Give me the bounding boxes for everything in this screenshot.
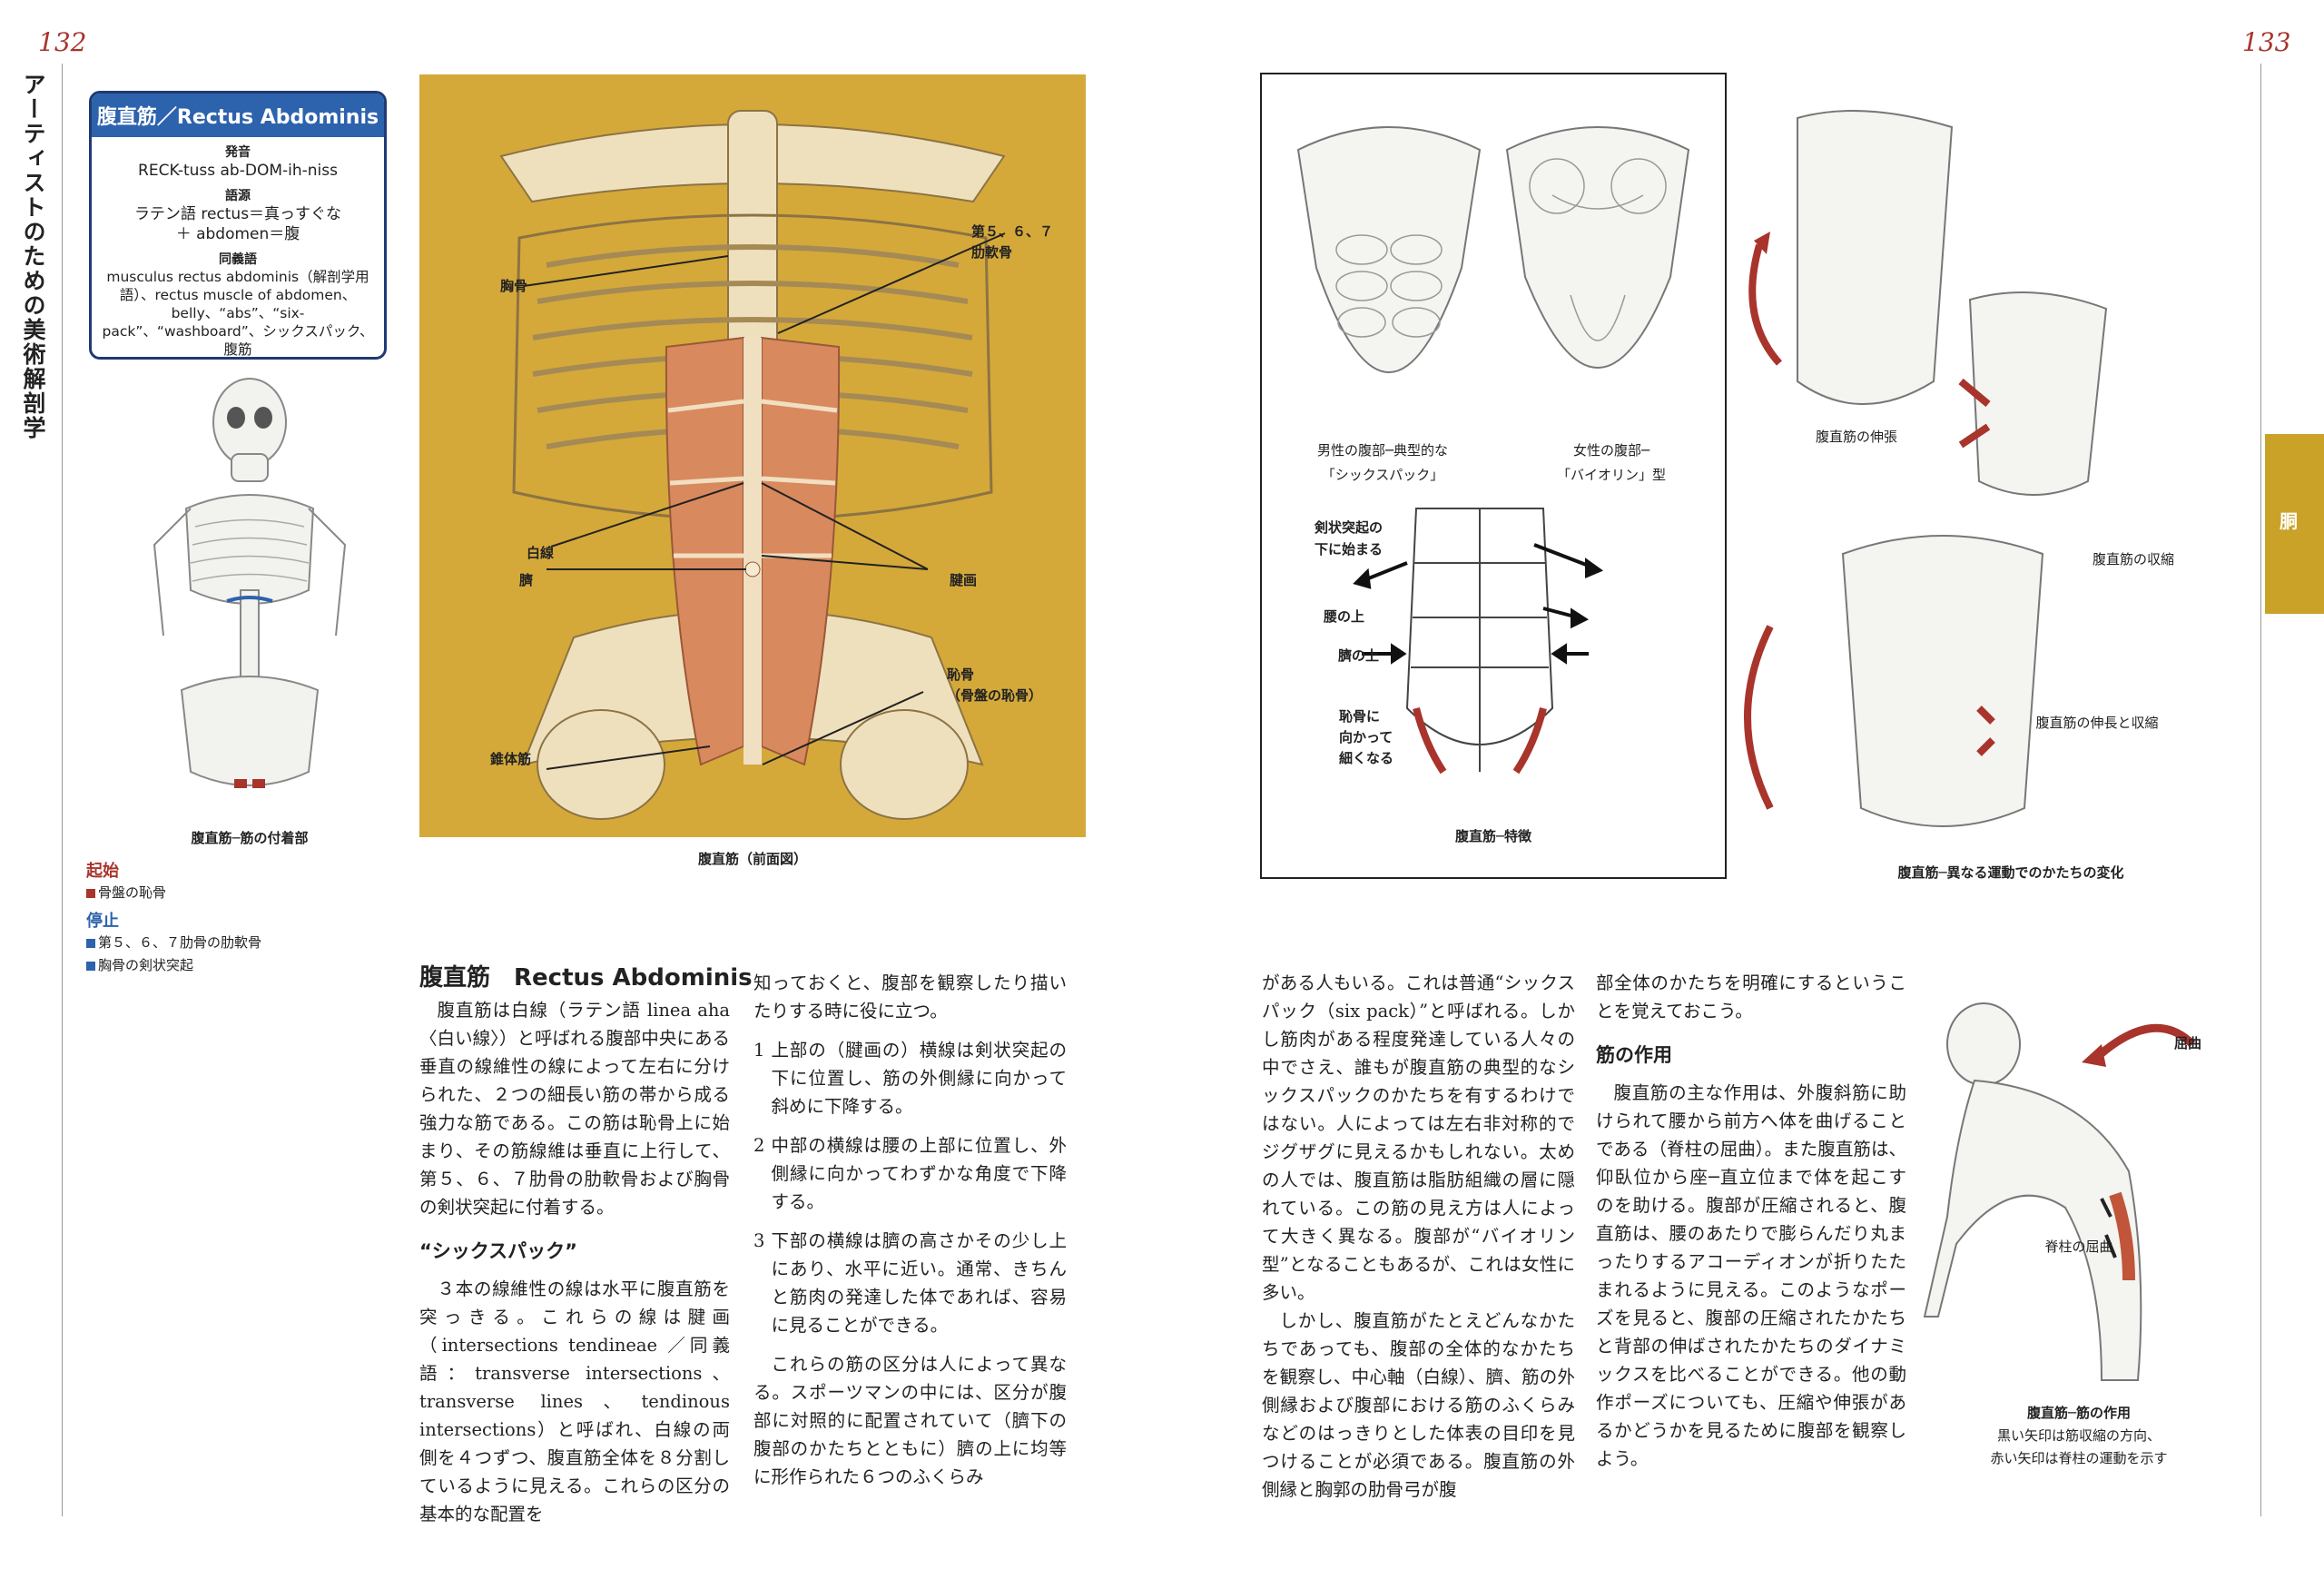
insertion-item: 第５、６、７肋骨の肋軟骨	[86, 933, 261, 952]
article-paragraph: しかし、腹直筋がたとえどんなかたちであっても、腹部の全体的なかたちを観察し、中心…	[1262, 1310, 1575, 1500]
diagram-label-a-line-2: 下に始まる	[1315, 541, 1384, 558]
insertion-item-text: 胸骨の剣状突起	[98, 957, 194, 973]
spine-flexion-figure	[1923, 1002, 2196, 1381]
body-types-frame	[1260, 73, 1727, 879]
action-caption-line-2: 黒い矢印は筋収縮の方向、	[1996, 1427, 2161, 1444]
article-column-2: 知っておくと、腹部を観察したり描いたりする時に役に立つ。 1 上部の（腱画の）横…	[753, 969, 1067, 1491]
right-margin-rule	[2260, 64, 2261, 1516]
etymology-line-1: ラテン語 rectus＝真っすぐな	[133, 205, 342, 223]
list-item: 1 上部の（腱画の）横線は剣状突起の下に位置し、筋の外側縁に向かって斜めに下降す…	[753, 1040, 1067, 1117]
left-page-number: 132	[38, 27, 87, 57]
right-page-number: 133	[2242, 27, 2291, 57]
synonyms-text: musculus rectus abdominis（解剖学用語）、rectus …	[102, 269, 374, 358]
article-paragraph: がある人もいる。これは普通“シックスパック（six pack）”と呼ばれる。しか…	[1262, 972, 1575, 1303]
male-caption-line-2: 「シックスパック」	[1321, 467, 1444, 483]
etymology-label: 語源	[225, 189, 251, 203]
skeleton-attachment-figure	[153, 378, 347, 788]
diagram-label-d-line-3: 細くなる	[1339, 750, 1394, 766]
subheading-action: 筋の作用	[1596, 1044, 1672, 1066]
origin-marker	[86, 888, 95, 898]
diagram-label-c: 臍の上	[1338, 647, 1380, 664]
motion-figures-caption: 腹直筋─異なる運動でのかたちの変化	[1897, 864, 2124, 881]
male-female-torso-figures	[1296, 126, 1690, 373]
diagram-label-d-line-2: 向かって	[1339, 729, 1393, 745]
insertion-marker	[86, 961, 95, 971]
female-caption-line-1: 女性の腹部─	[1572, 442, 1650, 459]
book-title-vertical: アーティストのための美術解剖学	[20, 73, 46, 440]
insertion-item-text: 第５、６、７肋骨の肋軟骨	[98, 934, 262, 951]
male-caption-line-1: 男性の腹部─典型的な	[1316, 442, 1449, 459]
article-column-3: がある人もいる。これは普通“シックスパック（six pack）”と呼ばれる。しか…	[1262, 969, 1575, 1504]
label-navel: 臍	[519, 572, 534, 588]
diagram-label-d-line-1: 恥骨に	[1339, 708, 1381, 725]
label-tendinous: 腱画	[950, 572, 978, 588]
list-item: 3 下部の横線は臍の高さかその少し上にあり、水平に近い。通常、きちんと筋肉の発達…	[753, 1230, 1067, 1336]
article-column-4: 部全体のかたちを明確にするということを覚えておこう。 筋の作用 腹直筋の主な作用…	[1596, 969, 1906, 1473]
article-title: 腹直筋 Rectus Abdominis	[419, 964, 753, 992]
section-tab-label: 胴	[2280, 510, 2298, 532]
origin-item-text: 骨盤の恥骨	[98, 884, 167, 901]
contract-caption: 腹直筋の収縮	[2092, 551, 2174, 568]
action-caption-line-1: 腹直筋─筋の作用	[2026, 1405, 2132, 1421]
label-ribs-line-1: 第５、６、７	[971, 223, 1054, 240]
diagram-label-b: 腰の上	[1324, 608, 1365, 625]
label-linea-alba: 白線	[527, 545, 555, 561]
info-box-title: 腹直筋／Rectus Abdominis	[92, 94, 384, 137]
insertion-label: 停止	[86, 912, 119, 931]
label-ribs-line-2: 肋軟骨	[971, 244, 1013, 261]
female-caption-line-2: 「バイオリン」型	[1556, 467, 1666, 483]
label-pubis-line-1: 恥骨	[947, 666, 975, 683]
insertion-marker	[86, 938, 95, 948]
article-paragraph: 腹直筋の主な作用は、外腹斜筋に助けられて腰から前方へ体を曲げることである（脊柱の…	[1596, 1082, 1906, 1469]
article-paragraph: 腹直筋は白線（ラテン語 linea aha〈白い線〉）と呼ばれる腹部中央にある垂…	[419, 1000, 730, 1218]
skeleton-caption: 腹直筋─筋の付着部	[191, 830, 309, 846]
article-paragraph: 知っておくと、腹部を観察したり描いたりする時に役に立つ。	[753, 972, 1067, 1022]
label-sternum: 胸骨	[500, 278, 528, 294]
insertion-item: 胸骨の剣状突起	[86, 955, 193, 974]
article-column-1: 腹直筋は白線（ラテン語 linea aha〈白い線〉）と呼ばれる腹部中央にある垂…	[419, 996, 730, 1528]
flexion-label: 屈曲	[2174, 1035, 2202, 1051]
synonyms-label: 同義語	[219, 252, 257, 267]
article-paragraph: 部全体のかたちを明確にするということを覚えておこう。	[1596, 972, 1906, 1022]
features-diagram-caption: 腹直筋─特徴	[1454, 828, 1532, 844]
rectus-features-diagram	[1353, 508, 1604, 775]
muscle-info-box: 腹直筋／Rectus Abdominis 発音 RECK-tuss ab-DOM…	[89, 91, 387, 360]
etymology-line-2: ＋ abdomen＝腹	[175, 225, 300, 243]
main-illustration-caption: 腹直筋（前面図）	[697, 851, 807, 867]
subheading-six-pack: “シックスパック”	[419, 1240, 577, 1262]
stretch-contract-caption: 腹直筋の伸長と収縮	[2035, 715, 2159, 731]
origin-label: 起始	[86, 862, 119, 881]
label-pubis-line-2: （骨盤の恥骨）	[947, 687, 1043, 704]
pronunciation-text: RECK-tuss ab-DOM-ih-niss	[138, 162, 338, 180]
motion-torso-figures	[1744, 110, 2108, 827]
section-tab[interactable]: 胴	[2265, 434, 2324, 614]
label-pyramidalis: 錐体筋	[490, 751, 532, 767]
stretch-caption: 腹直筋の伸張	[1815, 429, 1897, 445]
pronunciation-label: 発音	[225, 145, 251, 160]
left-margin-rule	[62, 64, 63, 1516]
origin-item: 骨盤の恥骨	[86, 883, 166, 902]
action-caption-line-3: 赤い矢印は脊柱の運動を示す	[1990, 1450, 2168, 1466]
list-item: 2 中部の横線は腰の上部に位置し、外側縁に向かってわずかな角度で下降する。	[753, 1135, 1067, 1212]
article-paragraph: これらの筋の区分は人によって異なる。スポーツマンの中には、区分が腹部に対照的に配…	[753, 1354, 1067, 1487]
rectus-abdominis-front-illustration	[419, 74, 1086, 837]
article-paragraph: ３本の線維性の線は水平に腹直筋を突っきる。これらの線は腱画（intersecti…	[419, 1278, 730, 1525]
diagram-label-a-line-1: 剣状突起の	[1315, 519, 1384, 536]
spine-flexion-label: 脊柱の屈曲	[2044, 1239, 2113, 1255]
